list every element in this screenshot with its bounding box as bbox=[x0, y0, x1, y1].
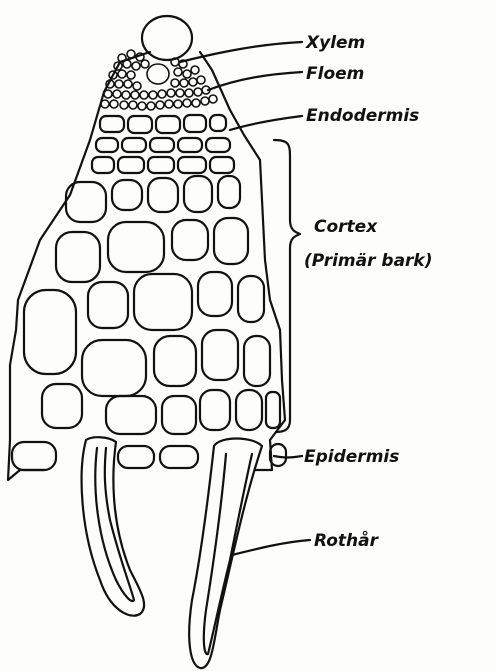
cortex-bracket bbox=[274, 140, 300, 432]
root-hair-left bbox=[82, 437, 145, 615]
epidermis-cell-row bbox=[12, 442, 286, 470]
label-floem: Floem bbox=[306, 64, 364, 84]
label-cortex: Cortex bbox=[314, 217, 378, 237]
label-rothar: Rothår bbox=[314, 530, 380, 551]
label-cortex-subtitle: (Primär bark) bbox=[304, 251, 433, 271]
endodermis-cell-row bbox=[100, 115, 226, 133]
label-epidermis: Epidermis bbox=[304, 447, 399, 467]
inner-cortex-cell-rows bbox=[92, 138, 234, 173]
label-xylem: Xylem bbox=[305, 33, 365, 53]
label-endodermis: Endodermis bbox=[306, 106, 419, 126]
cortex-cells bbox=[24, 176, 280, 434]
root-hair-right bbox=[189, 439, 262, 669]
xylem-cell bbox=[142, 16, 192, 60]
